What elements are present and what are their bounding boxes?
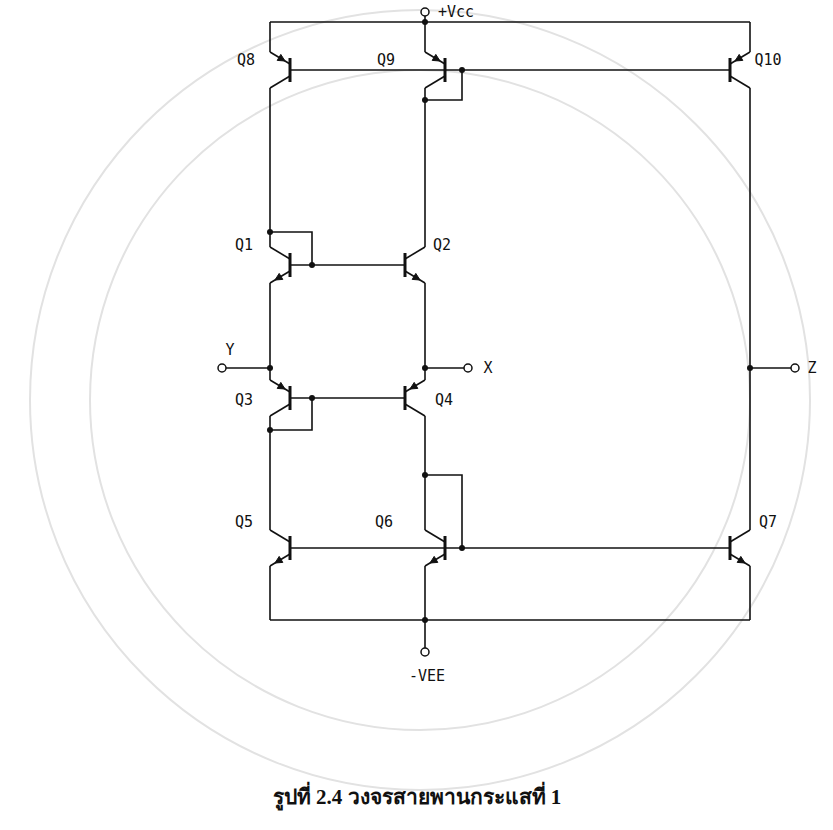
transistor-label: Q10: [754, 52, 781, 69]
supply-label: -VEE: [409, 668, 445, 685]
wire: [269, 88, 271, 247]
base-line: [290, 264, 405, 266]
junction-dot: [422, 97, 428, 103]
npn-transistor: [425, 530, 445, 566]
terminal: [421, 8, 429, 16]
wire: [749, 88, 751, 530]
terminal: [791, 364, 799, 372]
pnp-transistor: [730, 52, 750, 88]
transistor-label: Q3: [235, 392, 253, 409]
wire: [269, 566, 271, 620]
terminal-name: X: [483, 360, 492, 377]
npn-transistor: [270, 530, 290, 566]
junction-dot: [747, 365, 753, 371]
junction-dot: [309, 262, 315, 268]
junction-dot: [267, 427, 273, 433]
terminal: [464, 364, 472, 372]
wire: [425, 367, 464, 369]
transistor-label: Q2: [433, 237, 451, 254]
supply-label: +Vcc: [438, 4, 474, 21]
junction-dot: [267, 229, 273, 235]
junction-dot: [267, 365, 273, 371]
npn-transistor: [730, 530, 750, 566]
wire: [226, 367, 270, 369]
terminal: [421, 648, 429, 656]
npn-transistor: [405, 247, 425, 283]
junction-dot: [422, 365, 428, 371]
wire: [269, 22, 271, 52]
transistor-label: Q1: [235, 237, 253, 254]
wire: [750, 367, 791, 369]
wires: [226, 16, 791, 648]
junction-dot: [422, 617, 428, 623]
transistor-label: Q6: [375, 514, 393, 531]
transistor-label: Q8: [237, 52, 255, 69]
pnp-transistor: [405, 380, 425, 416]
junction-dot: [422, 472, 428, 478]
pnp-transistor: [270, 380, 290, 416]
transistor-label: Q7: [759, 514, 777, 531]
watermark-seal: [30, 10, 810, 790]
transistor-label: Q9: [377, 52, 395, 69]
wire: [749, 566, 751, 620]
wire: [424, 100, 426, 247]
junction-dot: [309, 395, 315, 401]
wire: [424, 620, 426, 648]
terminal: [218, 364, 226, 372]
transistor-label: Q4: [435, 392, 453, 409]
pnp-transistor: [425, 52, 445, 88]
junction-dot: [459, 545, 465, 551]
wire: [424, 566, 426, 620]
wire: [269, 416, 271, 530]
junction-dot: [459, 67, 465, 73]
vcc-rail: [270, 21, 750, 23]
transistor-label: Q5: [235, 514, 253, 531]
junction-dot: [422, 19, 428, 25]
npn-transistor: [270, 247, 290, 283]
base-line: [290, 397, 405, 399]
base-line: [290, 547, 730, 549]
terminal-name: Y: [225, 342, 234, 359]
terminal-name: Z: [807, 360, 816, 377]
figure-caption: รูปที่ 2.4 วงจรสายพานกระแสที่ 1: [273, 786, 562, 809]
wire: [749, 22, 751, 52]
vee-rail: [270, 619, 750, 621]
base-line: [290, 69, 730, 71]
pnp-transistor: [270, 52, 290, 88]
